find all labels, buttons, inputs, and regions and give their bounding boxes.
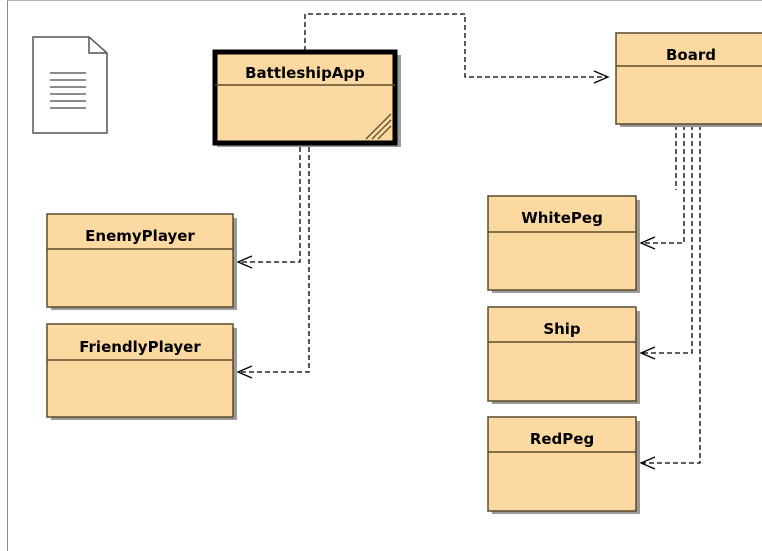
class-name-redpeg: RedPeg bbox=[530, 430, 594, 448]
class-friendlyplayer[interactable]: FriendlyPlayer bbox=[46, 323, 234, 418]
canvas-top-border bbox=[7, 0, 762, 1]
dependency-app-to-board[interactable] bbox=[304, 13, 606, 78]
arrowhead-whitepeg bbox=[639, 236, 656, 250]
canvas-left-border bbox=[7, 0, 8, 551]
class-name-enemyplayer: EnemyPlayer bbox=[85, 227, 195, 245]
class-whitepeg[interactable]: WhitePeg bbox=[487, 195, 637, 291]
class-battleshipapp[interactable]: BattleshipApp bbox=[212, 49, 398, 146]
class-redpeg[interactable]: RedPeg bbox=[487, 416, 637, 512]
arrowhead-board bbox=[593, 70, 610, 84]
document-icon[interactable] bbox=[32, 36, 108, 134]
class-name-friendlyplayer: FriendlyPlayer bbox=[79, 338, 201, 356]
class-ship[interactable]: Ship bbox=[487, 306, 637, 402]
dependency-app-to-friendlyplayer[interactable] bbox=[240, 147, 310, 373]
class-name-ship: Ship bbox=[543, 320, 581, 338]
arrowhead-friendlyplayer bbox=[236, 365, 253, 379]
dependency-board-to-redpeg[interactable] bbox=[643, 125, 701, 464]
class-board[interactable]: Board bbox=[615, 32, 762, 125]
arrowhead-redpeg bbox=[639, 456, 656, 470]
class-enemyplayer[interactable]: EnemyPlayer bbox=[46, 213, 234, 308]
dependency-board-to-whitepeg[interactable] bbox=[643, 125, 685, 244]
dependency-app-to-enemyplayer[interactable] bbox=[240, 147, 301, 263]
arrowhead-ship bbox=[639, 346, 656, 360]
dependency-board-to-ship[interactable] bbox=[643, 125, 693, 354]
class-name-board: Board bbox=[666, 46, 716, 64]
arrowhead-enemyplayer bbox=[236, 255, 253, 269]
class-name-battleshipapp: BattleshipApp bbox=[245, 64, 365, 82]
class-name-whitepeg: WhitePeg bbox=[521, 209, 603, 227]
resize-handle-icon[interactable] bbox=[365, 113, 392, 140]
